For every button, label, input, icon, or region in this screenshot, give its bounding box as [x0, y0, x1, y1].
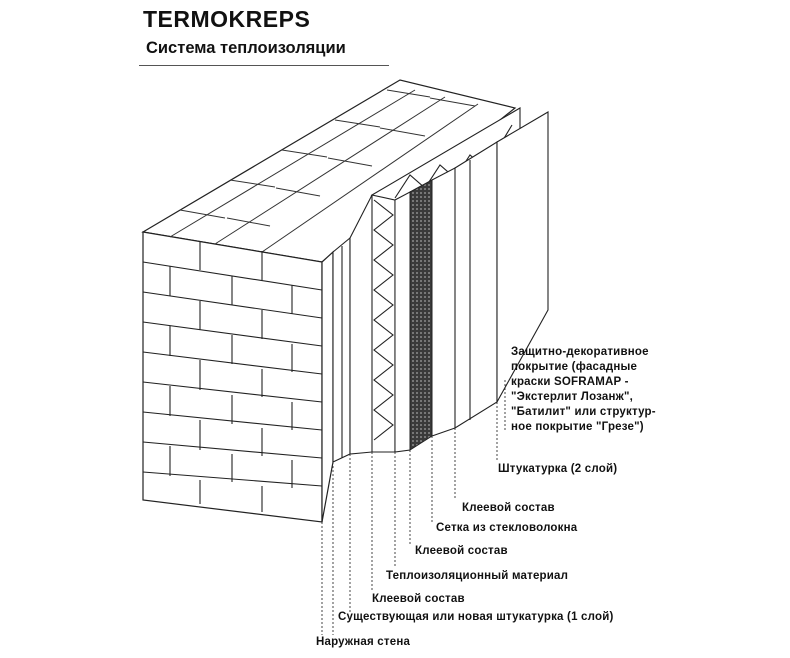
existing-plaster-layer [332, 236, 351, 463]
label-existing-plaster: Существующая или новая штукатурка (1 сло… [338, 611, 614, 623]
diagram-subtitle: Система теплоизоляции [146, 39, 346, 57]
label-line: Защитно-декоративное [511, 346, 649, 358]
label-line: "Экстерлит Лозанж", [511, 391, 634, 403]
finish-coating-layer [454, 111, 549, 429]
label-outer-wall: Наружная стена [316, 636, 411, 648]
wall-top-bricks [169, 89, 479, 253]
label-plaster-second-layer: Штукатурка (2 слой) [498, 463, 618, 475]
wall-side-face [321, 250, 334, 523]
label-leader-lines [321, 380, 506, 635]
label-insulation-material: Теплоизоляционный материал [386, 570, 569, 582]
diagram-title: TERMOKREPS [143, 6, 311, 32]
mesh-layer [394, 167, 456, 453]
wall-front-bricks [142, 241, 323, 512]
label-adhesive-outer: Клеевой состав [462, 502, 555, 514]
label-line: "Батилит" или структур- [511, 406, 656, 418]
label-line: ное покрытие "Грезе") [511, 421, 644, 433]
label-line: краски SOFRAMAP - [511, 376, 629, 388]
label-adhesive-inner: Клеевой состав [372, 593, 465, 605]
label-adhesive-middle: Клеевой состав [415, 545, 508, 557]
label-decorative-coating: Защитно-декоративное покрытие (фасадные … [511, 345, 681, 435]
title-underline [139, 65, 389, 66]
label-line: покрытие (фасадные [511, 361, 638, 373]
label-fiberglass-mesh: Сетка из стекловолокна [436, 522, 578, 534]
